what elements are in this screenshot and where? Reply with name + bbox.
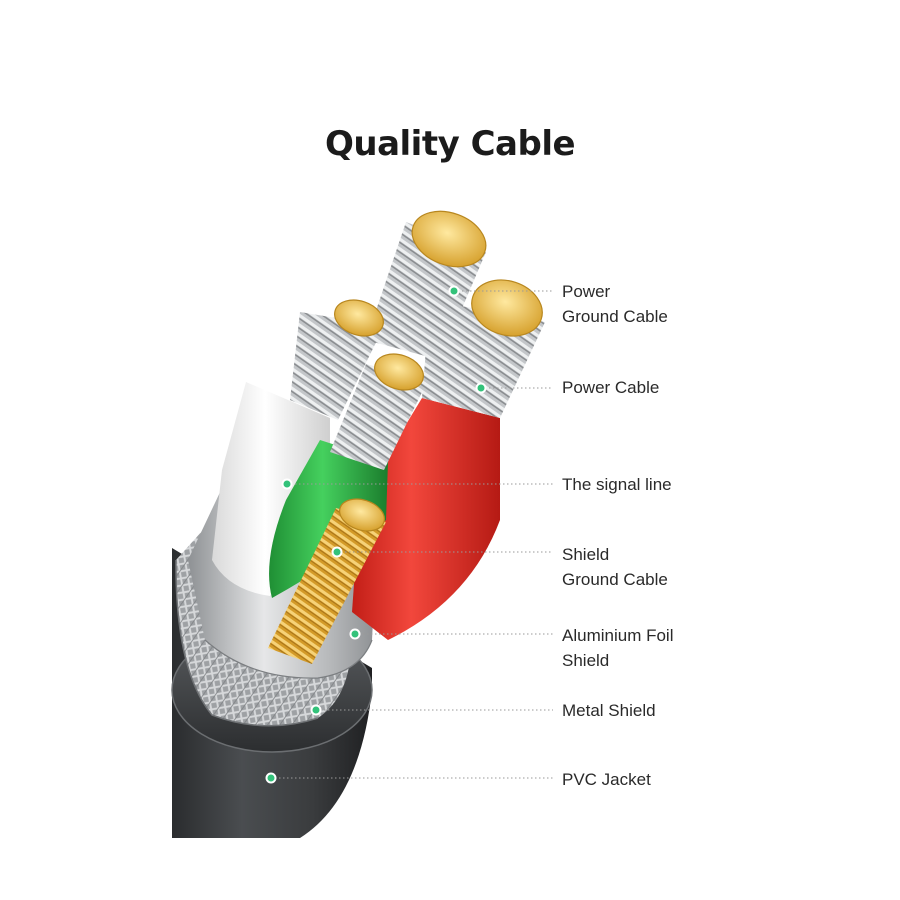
dot-power	[475, 382, 487, 394]
dot-shield-ground	[331, 546, 343, 558]
label-line: Shield	[562, 545, 610, 564]
label-line: Power	[562, 282, 611, 301]
dot-signal	[281, 478, 293, 490]
label-line: PVC Jacket	[562, 770, 651, 789]
label-line: The signal line	[562, 475, 672, 494]
label-line: Ground Cable	[562, 570, 668, 589]
leader-lines	[271, 290, 553, 779]
dot-metal	[310, 704, 322, 716]
label-line: Power Cable	[562, 378, 660, 397]
dot-foil	[349, 628, 361, 640]
label-power-cable: Power Cable	[562, 375, 659, 400]
label-metal-shield: Metal Shield	[562, 698, 656, 723]
label-power-ground-cable: Power Ground Cable	[562, 279, 668, 329]
green-signal-wire-part	[269, 353, 428, 598]
page-title: Quality Cable	[324, 124, 576, 164]
label-aluminium-foil-shield: Aluminium Foil Shield	[562, 623, 673, 673]
callout-dots	[265, 285, 487, 784]
label-signal-line: The signal line	[562, 472, 672, 497]
shield-ground-cable-part	[268, 498, 386, 664]
label-pvc-jacket: PVC Jacket	[562, 767, 651, 792]
power-ground-cable-part	[366, 210, 487, 360]
dot-jacket	[265, 772, 277, 784]
dot-power-ground	[448, 285, 460, 297]
label-shield-ground-cable: Shield Ground Cable	[562, 542, 668, 592]
label-line: Shield	[562, 651, 610, 670]
label-line: Ground Cable	[562, 307, 668, 326]
label-line: Aluminium Foil	[562, 626, 674, 645]
label-line: Metal Shield	[562, 701, 656, 720]
